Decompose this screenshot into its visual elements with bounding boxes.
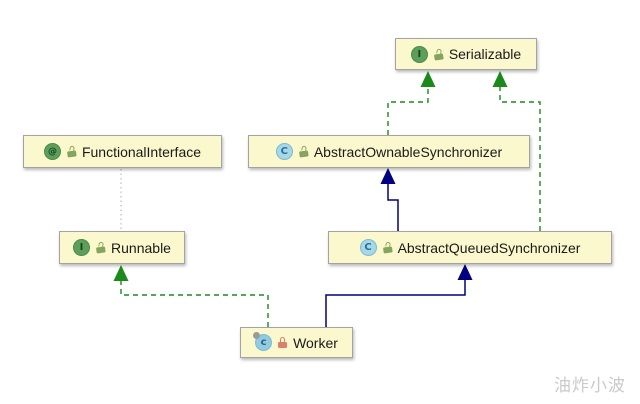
edge-aos-implements-serializable <box>387 71 436 135</box>
green-lock-icon <box>298 145 308 157</box>
edge-aqs-implements-serializable <box>492 71 541 231</box>
edge-worker-extends-aqs <box>325 264 473 327</box>
node-label: Runnable <box>111 239 171 256</box>
extends-arrowhead <box>380 168 396 184</box>
watermark: 油炸小波 <box>554 376 626 395</box>
node-label: Worker <box>293 334 338 351</box>
interface-icon <box>73 239 91 256</box>
green-lock-icon <box>382 241 392 253</box>
node-label: AbstractOwnableSynchronizer <box>313 143 503 160</box>
node-functional-interface[interactable]: FunctionalInterface <box>23 135 222 168</box>
implements-arrowhead <box>113 265 129 281</box>
edge-worker-implements-runnable <box>113 265 269 327</box>
implements-arrowhead <box>420 71 436 87</box>
class-icon <box>275 143 293 160</box>
node-label: AbstractQueuedSynchronizer <box>397 239 581 256</box>
annotation-icon <box>43 143 61 160</box>
green-lock-icon <box>95 241 105 253</box>
node-abstract-queued-synchronizer[interactable]: AbstractQueuedSynchronizer <box>328 231 612 264</box>
class-icon <box>359 239 377 256</box>
red-lock-icon <box>278 337 288 348</box>
interface-icon <box>410 45 428 63</box>
implements-arrowhead <box>492 71 508 87</box>
node-serializable[interactable]: Serializable <box>395 38 537 70</box>
green-lock-icon <box>66 145 76 157</box>
class-icon-with-gray-overlay <box>253 332 273 351</box>
node-abstract-ownable-synchronizer[interactable]: AbstractOwnableSynchronizer <box>248 135 530 168</box>
node-label: FunctionalInterface <box>81 143 202 160</box>
green-lock-icon <box>433 48 443 60</box>
node-runnable[interactable]: Runnable <box>59 231 185 264</box>
edge-aqs-extends-aos <box>380 168 399 231</box>
node-label: Serializable <box>448 46 522 62</box>
node-worker[interactable]: Worker <box>240 327 353 358</box>
extends-arrowhead <box>457 264 473 280</box>
